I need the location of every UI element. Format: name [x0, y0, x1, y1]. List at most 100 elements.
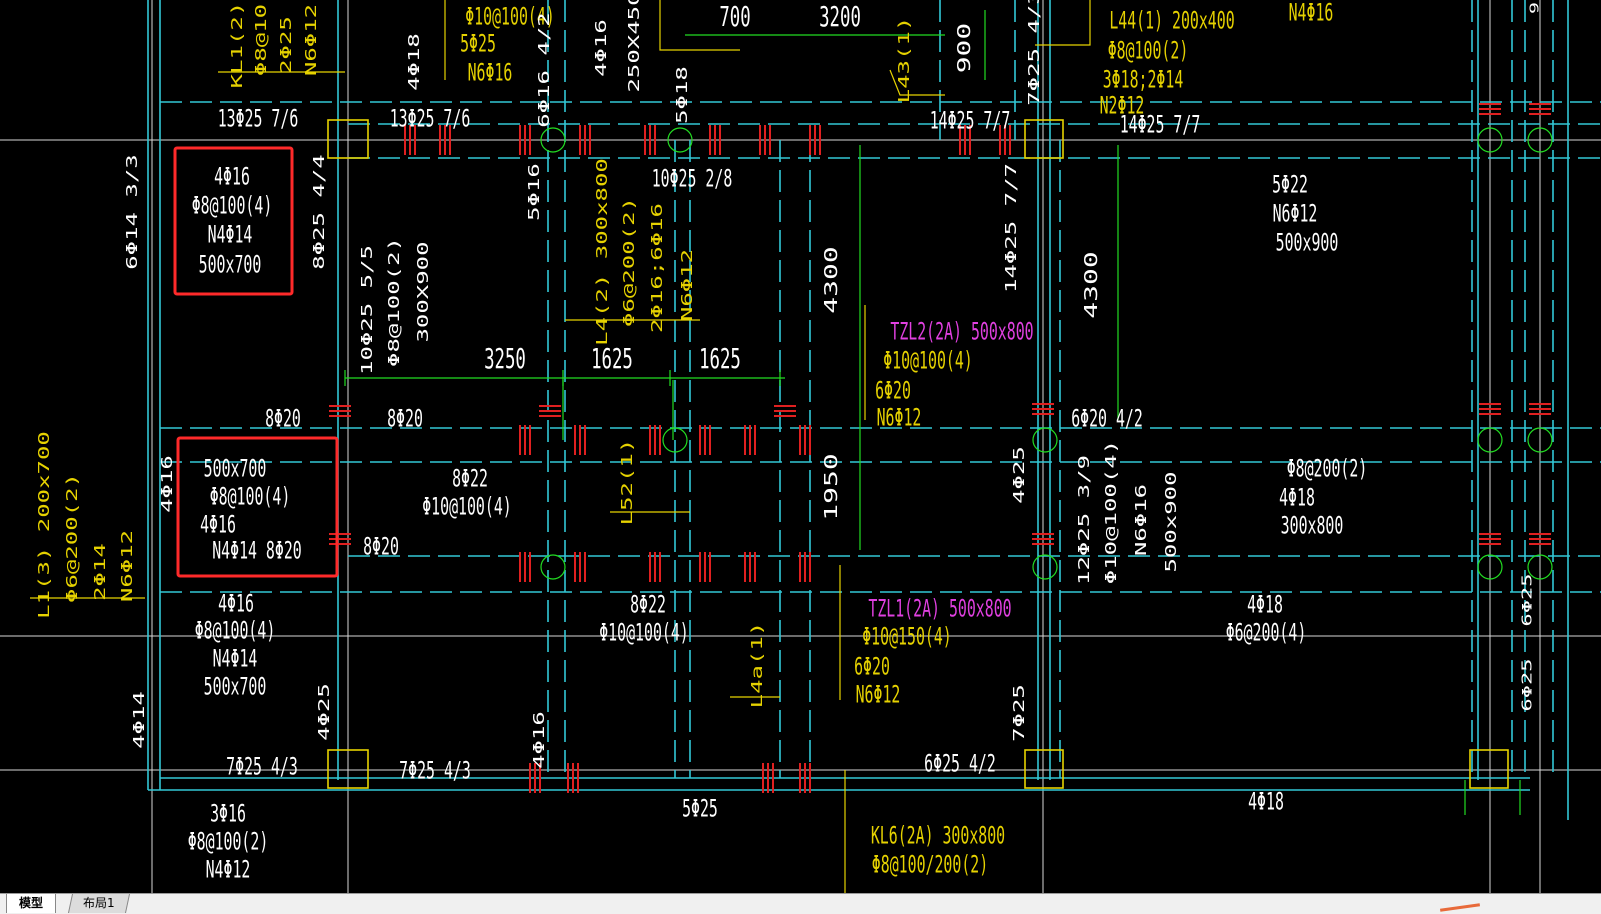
- column-b2: [1024, 749, 1064, 789]
- annotation-label: 6Φ20 4/2: [1071, 404, 1143, 433]
- annotation-label: 4Φ14: [130, 691, 148, 749]
- annotation-label: 5Φ25: [682, 794, 718, 823]
- annotation-label: 6Φ20: [875, 376, 911, 405]
- annotation-label: 8Φ20: [265, 404, 301, 433]
- annotation-label: 5Φ18: [673, 66, 691, 124]
- annotation-label: 500x700: [204, 672, 267, 701]
- annotation-label: 4Φ16: [200, 510, 236, 539]
- annotation-label: 4Φ18: [405, 33, 423, 91]
- annotation-label: N4Φ14: [208, 220, 253, 249]
- annotation-label: N2Φ12: [1100, 91, 1145, 120]
- annotation-label: Φ6@200(2): [620, 197, 638, 327]
- annotation-label: 4Φ18: [1279, 483, 1315, 512]
- annotation-label: Φ8@100(4): [192, 191, 273, 220]
- highlight-box-lower: [176, 436, 339, 578]
- annotation-label: Φ10@100(4): [883, 346, 973, 375]
- annotation-label: 6Φ25: [1520, 574, 1536, 627]
- annotation-label: Φ8@100(2): [1108, 36, 1189, 65]
- annotation-label: 8Φ25 4/4: [310, 154, 328, 270]
- annotation-label: N4Φ16: [1289, 0, 1334, 27]
- annotation-label: 8Φ20: [363, 532, 399, 561]
- annotation-label: KL6(2A) 300x800: [871, 821, 1005, 850]
- annotation-label: N6Φ12: [302, 4, 320, 76]
- annotation-label: 300x800: [1281, 511, 1344, 540]
- annotation-label: Φ8@10: [252, 4, 270, 76]
- annotation-label: Φ10@100(4): [422, 492, 512, 521]
- annotation-label: N6Φ12: [118, 530, 136, 602]
- annotation-label: N6Φ12: [856, 680, 901, 709]
- annotation-label: Φ8@200(2): [1287, 454, 1368, 483]
- annotation-label: 900: [954, 23, 974, 74]
- tab-layout1[interactable]: 布局1: [67, 894, 130, 913]
- annotation-label: 6Φ14 3/3: [123, 154, 141, 270]
- annotation-label: 14Φ25 7/7: [1120, 110, 1201, 139]
- annotation-label: 2Φ16;6Φ16: [648, 203, 666, 333]
- annotation-label: N4Φ14 8Φ20: [212, 536, 302, 565]
- annotation-label: 2Φ14: [91, 543, 109, 601]
- annotation-label: 5Φ16: [525, 163, 543, 221]
- annotation-label: 1625: [699, 343, 741, 375]
- annotation-label: 12Φ25 3/9: [1075, 455, 1093, 585]
- annotation-label: 1625: [591, 343, 633, 375]
- annotation-label: 7Φ25: [1010, 684, 1028, 742]
- annotation-label: 4Φ25: [315, 683, 333, 741]
- annotation-label: Φ10@100(4): [1102, 440, 1120, 584]
- annotation-label: 4Φ18: [1248, 787, 1284, 816]
- highlight-box-upper: [173, 146, 294, 296]
- annotation-label: 2Φ25: [277, 16, 295, 74]
- annotation-label: 500x900: [1162, 471, 1180, 572]
- annotation-label: N6Φ12: [678, 249, 696, 321]
- annotation-label: 6Φ16 4/2: [535, 12, 553, 128]
- annotation-label: 500x700: [204, 454, 267, 483]
- annotation-label: TZL2(2A) 500x800: [890, 317, 1033, 346]
- annotation-label: 4Φ25: [1010, 446, 1028, 504]
- annotation-label: 13Φ25 7/6: [218, 104, 299, 133]
- annotation-label: L1(3) 200x700: [35, 431, 53, 619]
- tab-layout1-label: 布局1: [83, 896, 115, 910]
- annotation-label: L4(2) 300x800: [593, 158, 611, 346]
- annotation-label: 700: [719, 1, 750, 33]
- annotation-label: 5Φ22: [1272, 170, 1308, 199]
- annotation-label: 300X900: [414, 241, 432, 342]
- annotation-label: 4Φ16: [158, 455, 176, 513]
- annotation-label: Φ8@100(2): [385, 237, 403, 367]
- annotation-label: 6Φ25 4/2: [924, 749, 996, 778]
- annotation-label: 3250: [484, 343, 526, 375]
- annotation-label: L52(1): [618, 439, 636, 526]
- annotation-label: 4Φ16: [530, 711, 548, 769]
- annotation-label: Φ8@100(4): [195, 616, 276, 645]
- column-c2: [1469, 749, 1509, 789]
- annotation-label: KL1(2): [228, 2, 246, 89]
- annotation-label: TZL1(2A) 500x800: [868, 594, 1011, 623]
- tab-model[interactable]: 模型: [6, 894, 57, 913]
- annotation-label: 14Φ25 7/7: [930, 106, 1011, 135]
- annotation-label: Φ8@100(4): [210, 482, 291, 511]
- leader-lines: [30, 0, 1091, 893]
- annotation-label: 4300: [1081, 251, 1101, 318]
- annotation-label: N4Φ14: [213, 644, 258, 673]
- annotation-label: Φ8@100/200(2): [872, 850, 988, 879]
- annotation-label: N4Φ12: [206, 855, 251, 884]
- annotation-label: 5Φ25: [460, 29, 496, 58]
- annotation-label: Φ6@200(2): [63, 473, 81, 603]
- annotation-label: N6Φ12: [877, 403, 922, 432]
- annotation-label: L4a(1): [748, 622, 766, 709]
- annotation-label: 500x900: [1276, 228, 1339, 257]
- annotation-label: 3Φ18;2Φ14: [1103, 65, 1184, 94]
- annotation-label: 3Φ16: [210, 799, 246, 828]
- annotation-label: 8Φ22: [630, 590, 666, 619]
- annotation-label: 250X450: [625, 0, 643, 93]
- column-a2: [327, 749, 369, 789]
- annotation-label: Φ8@100(2): [188, 827, 269, 856]
- annotation-label: 4300: [821, 246, 841, 313]
- annotation-label: 7Φ25 4/3: [1025, 0, 1043, 106]
- annotation-label: 6Φ25: [1520, 659, 1536, 712]
- annotation-label: 1950: [821, 453, 841, 520]
- annotation-label: N6Φ16: [468, 58, 513, 87]
- annotation-label: 500x700: [199, 250, 262, 279]
- annotation-label: 7Φ25 4/3: [399, 756, 471, 785]
- annotation-label: Φ10@100(4): [465, 2, 555, 31]
- annotation-label: Φ10@150(4): [862, 622, 952, 651]
